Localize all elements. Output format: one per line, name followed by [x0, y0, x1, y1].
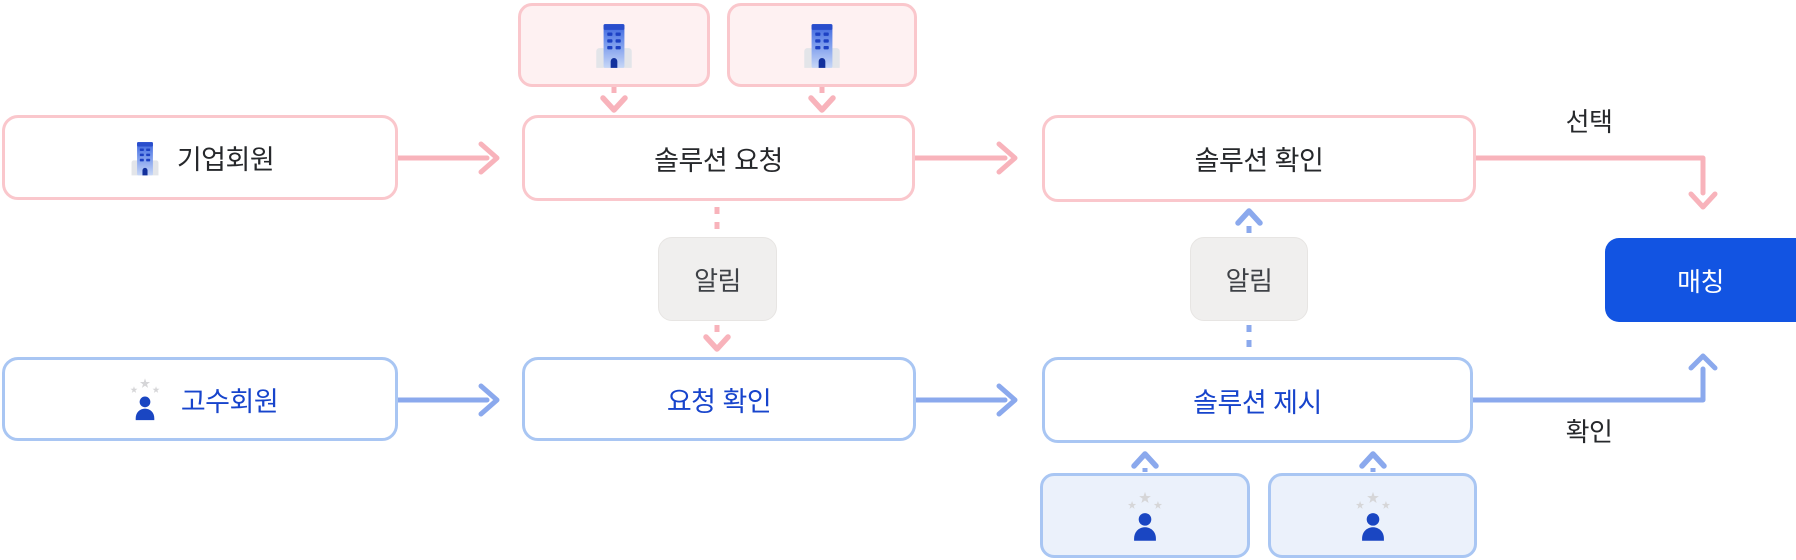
edge-label-confirm: 확인 [1565, 417, 1613, 447]
node-solution-check-label: 솔루션 확인 [1194, 146, 1324, 176]
node-matching-label: 매칭 [1677, 266, 1724, 297]
node-solution-present-label: 솔루션 제시 [1193, 387, 1322, 418]
expert-candidate-card-1 [1040, 473, 1250, 558]
node-solution-request-label: 솔루션 요청 [654, 145, 783, 176]
building-icon [596, 24, 632, 68]
node-expert-member: 고수회원 [2, 357, 398, 441]
node-solution-present: 솔루션 제시 [1042, 357, 1473, 443]
node-request-check: 요청 확인 [522, 357, 916, 441]
arrow-select-to-matching [1473, 155, 1706, 196]
company-source-card-1 [518, 3, 710, 87]
edge-label-select: 선택 [1565, 107, 1613, 137]
company-source-card-2 [727, 3, 917, 87]
person-stars-icon [1118, 489, 1172, 543]
node-request-check-label: 요청 확인 [666, 386, 772, 417]
node-notify-lower-label: 알림 [1225, 265, 1273, 296]
node-matching: 매칭 [1605, 238, 1796, 322]
building-icon [804, 24, 840, 68]
arrow-confirm-to-matching [1470, 366, 1706, 403]
node-notify-upper: 알림 [658, 237, 777, 321]
node-expert-member-label: 고수회원 [180, 386, 279, 417]
node-company-member: 기업회원 [2, 115, 398, 200]
node-company-member-label: 기업회원 [176, 145, 275, 175]
node-solution-check: 솔루션 확인 [1042, 115, 1476, 202]
person-stars-icon [122, 376, 168, 422]
node-notify-lower: 알림 [1190, 237, 1308, 321]
node-solution-request: 솔루션 요청 [522, 115, 915, 201]
person-stars-icon [1346, 489, 1400, 543]
building-icon [131, 141, 159, 175]
node-notify-upper-label: 알림 [694, 265, 741, 296]
expert-candidate-card-2 [1268, 473, 1477, 558]
